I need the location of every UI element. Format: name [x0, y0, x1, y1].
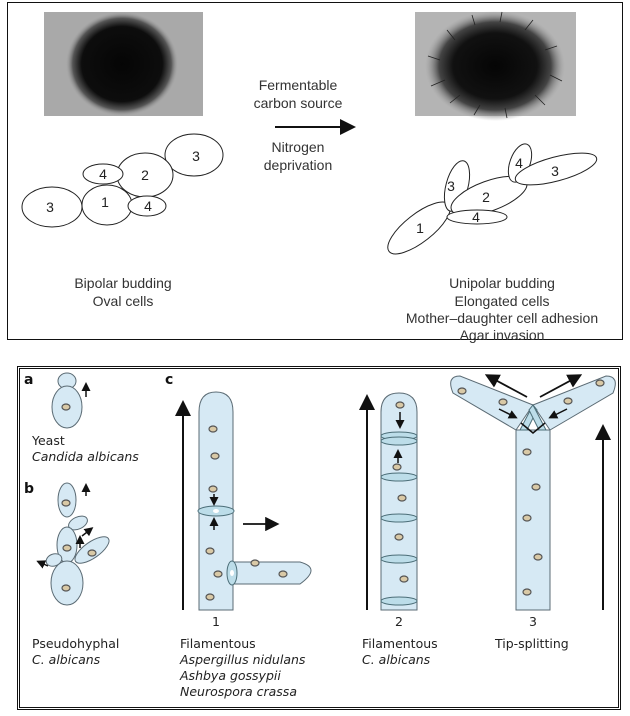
fil1-caption-1: Filamentous: [180, 636, 256, 651]
bipolar-caption-2: Oval cells: [93, 293, 154, 309]
tip-splitting-hypha: [450, 374, 616, 611]
filamentous-hypha-2: [359, 392, 418, 611]
unipolar-caption-1: Unipolar budding: [449, 275, 555, 291]
fil1-caption-3: Ashbya gossypii: [179, 668, 281, 683]
cell: [164, 133, 224, 177]
filamentous-hypha-1: [175, 391, 312, 611]
pseudohyphal-caption-1: Pseudohyphal: [32, 636, 119, 651]
unipolar-caption-2: Elongated cells: [455, 293, 550, 309]
pseudohyphal-cell-diagram: [36, 482, 110, 606]
filamentous-colony-photo: [415, 11, 576, 121]
hypha-number-2: 2: [395, 614, 403, 629]
smooth-colony-photo: [44, 12, 203, 116]
panel-label-a: a: [24, 372, 33, 388]
yeast-caption-1: Yeast: [31, 433, 65, 448]
fil2-caption-1: Filamentous: [362, 636, 438, 651]
cell: [127, 195, 167, 217]
cell-number: 3: [447, 178, 455, 194]
fil1-caption-2: Aspergillus nidulans: [179, 652, 306, 667]
cell-number: 1: [416, 220, 424, 236]
condition-line-4: deprivation: [264, 157, 333, 173]
cell-number: 4: [99, 166, 107, 182]
cell-number: 3: [192, 148, 200, 164]
fil1-caption-4: Neurospora crassa: [180, 684, 297, 699]
cell-number: 4: [472, 209, 480, 225]
cell-number: 1: [101, 194, 109, 210]
bottom-panel-frame: [17, 366, 621, 710]
condition-line-2: carbon source: [254, 95, 343, 111]
bipolar-budding-cells: 3 4 2 1 4 3: [21, 133, 224, 228]
yeast-cell-diagram: [51, 372, 91, 429]
panel-label-b: b: [24, 481, 34, 497]
cell: [514, 152, 598, 186]
yeast-caption-2: Candida albicans: [32, 449, 139, 464]
hypha-number-1: 1: [212, 614, 220, 629]
cell-number: 4: [515, 155, 523, 171]
condition-line-3: Nitrogen: [272, 139, 325, 155]
hypha-number-3: 3: [529, 614, 537, 629]
cell-number: 3: [46, 199, 54, 215]
cell-number: 2: [482, 189, 490, 205]
cell: [446, 209, 508, 225]
unipolar-caption-4: Agar invasion: [460, 327, 545, 343]
condition-line-1: Fermentable: [259, 77, 338, 93]
pseudohyphal-caption-2: C. albicans: [32, 652, 101, 667]
fil2-caption-2: C. albicans: [362, 652, 431, 667]
panel-label-c: c: [165, 372, 173, 388]
cell-number: 4: [144, 198, 152, 214]
cell-number: 2: [141, 167, 149, 183]
top-panel-frame: [7, 2, 623, 340]
tip-splitting-caption: Tip-splitting: [494, 636, 569, 651]
unipolar-caption-3: Mother–daughter cell adhesion: [406, 310, 598, 326]
cell-number: 3: [551, 163, 559, 179]
bipolar-caption-1: Bipolar budding: [74, 275, 171, 291]
unipolar-budding-cells: 1 3 2 4 4 3: [387, 143, 598, 255]
cell: [82, 163, 124, 185]
cell: [21, 186, 83, 228]
